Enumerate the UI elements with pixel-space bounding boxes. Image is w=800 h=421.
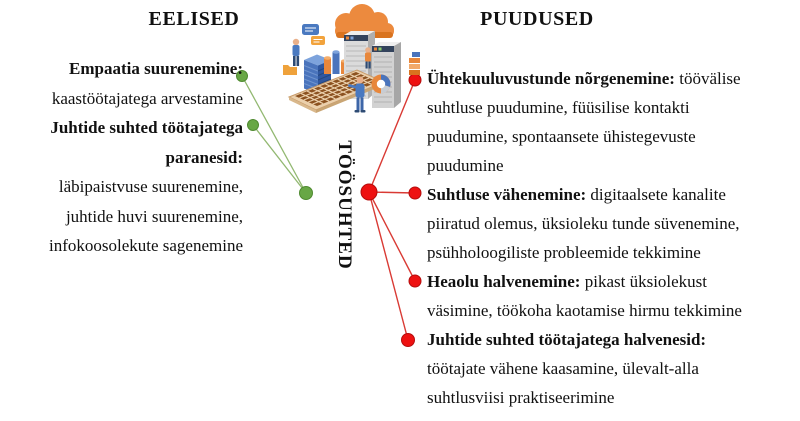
advantage-connector-lines — [241, 75, 307, 194]
disadvantage-line: suhtluse puudumine, füüsilise kontakti — [427, 98, 690, 117]
advantage-line: Empaatia suurenemine: — [69, 59, 243, 78]
disadvantage-connector-lines — [368, 79, 416, 341]
advantage-connector-line — [241, 75, 307, 194]
disadvantage-hub-dot — [360, 183, 378, 201]
disadvantage-connector-line — [368, 191, 409, 341]
advantage-dot-leaders — [247, 119, 259, 131]
disadvantage-item: Juhtide suhted töötajatega halvenesid: t… — [427, 325, 783, 412]
advantage-line: läbipaistvuse suurenemine, — [58, 177, 243, 196]
disadvantage-line: puudumine — [427, 156, 504, 175]
disadvantages-block: Ühtekuuluvustunde nõrgenemine: töövälise… — [427, 64, 783, 412]
bar-chart-icon — [324, 50, 347, 74]
disadvantage-connector-line — [368, 191, 416, 282]
book-stack-right — [409, 52, 420, 75]
disadvantage-line: puudumine, spontaansete ühistegevuste — [427, 127, 696, 146]
disadvantage-line: Ühtekuuluvustunde nõrgenemine: töövälise — [427, 69, 741, 88]
disadvantage-item: Ühtekuuluvustunde nõrgenemine: töövälise… — [427, 64, 783, 180]
disadvantage-item: Heaolu halvenemine: pikast üksiolekust v… — [427, 267, 783, 325]
advantages-block: Empaatia suurenemine: kaastöötajatega ar… — [0, 54, 243, 261]
disadvantage-line: Juhtide suhted töötajatega halvenesid: — [427, 330, 707, 349]
disadvantage-dot-wellbeing — [408, 274, 422, 288]
advantage-line: Juhtide suhted töötajatega — [50, 118, 243, 137]
disadvantage-line: Heaolu halvenemine: pikast üksiolekust — [427, 272, 708, 291]
disadvantage-dot-communication — [408, 186, 422, 200]
remote-work-illustration — [283, 4, 420, 113]
disadvantage-dot-leaders — [401, 333, 415, 347]
advantage-line: infokoosolekute sagenemine — [48, 236, 243, 255]
advantage-dot-empathy — [236, 70, 248, 82]
disadvantage-dots — [360, 73, 422, 347]
disadvantage-item: Suhtluse vähenemine: digitaalsete kanali… — [427, 180, 783, 267]
disadvantage-line: väsimine, töökoha kaotamise hirmu tekkim… — [427, 301, 742, 320]
advantage-line: kaastöötajatega arvestamine — [51, 88, 243, 108]
center-axis-label: TÖÖSUHTED — [334, 140, 355, 270]
disadvantage-line: töötajate vähene kaasamine, ülevalt-alla — [427, 359, 699, 378]
advantage-line: paranesid: — [165, 147, 243, 167]
advantage-dots — [236, 70, 313, 200]
server-tower-right — [372, 42, 401, 108]
disadvantages-title: PUUDUSED — [480, 8, 594, 30]
pie-chart-icon — [371, 74, 391, 94]
disadvantage-line: psühholoogiliste probleemide tekkimine — [427, 243, 701, 262]
disadvantage-line: suhtlusviisi praktiseerimine — [427, 388, 615, 407]
speech-bubble-icons — [302, 24, 325, 45]
disadvantage-line: piiratud olemus, üksioleku tunde süvenem… — [427, 214, 740, 233]
disadvantage-connector-line — [368, 79, 416, 193]
advantage-connector-line — [252, 124, 307, 194]
folder-icon — [283, 65, 297, 75]
advantage-hub-dot — [299, 186, 313, 200]
advantage-line: juhtide huvi suurenemine, — [65, 206, 243, 226]
advantages-title: EELISED — [148, 8, 240, 30]
person-climbing — [365, 47, 371, 69]
person-left — [292, 38, 300, 66]
disadvantage-line: Suhtluse vähenemine: digitaalsete kanali… — [427, 185, 726, 204]
person-bottom — [348, 76, 366, 113]
